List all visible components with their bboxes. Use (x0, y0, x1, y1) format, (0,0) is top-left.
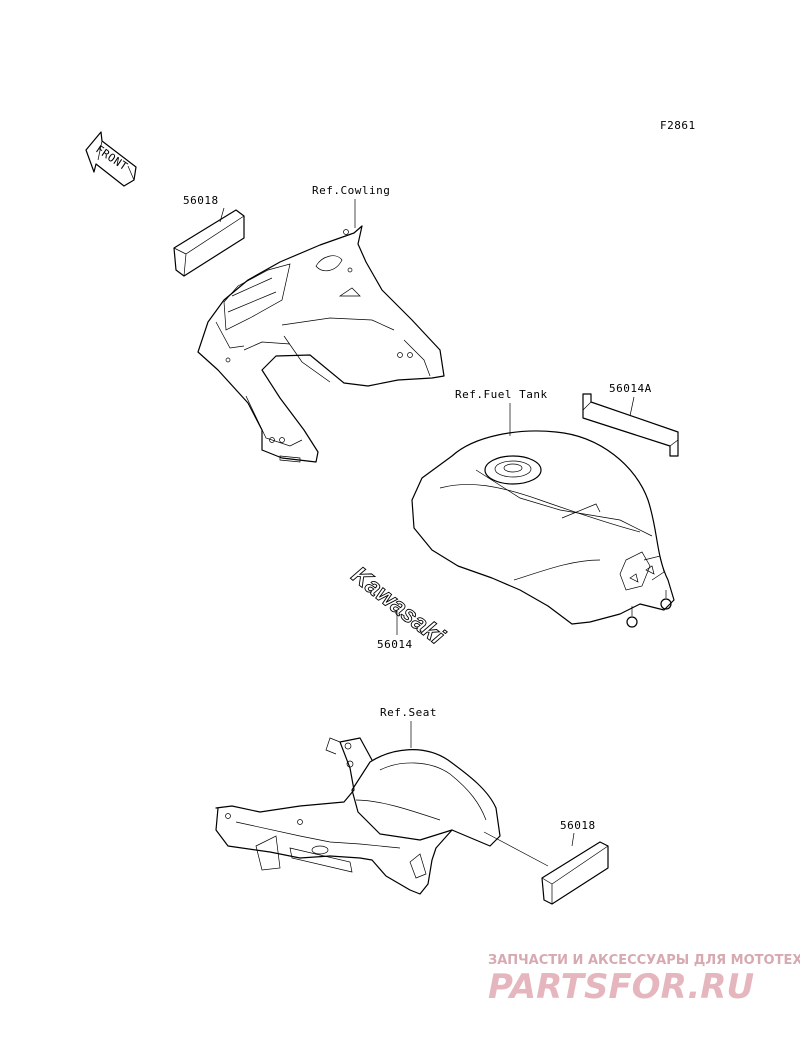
watermark-tagline: ЗАПЧАСТИ И АКСЕССУАРЫ ДЛЯ МОТОТЕХНИКИ (488, 953, 800, 968)
seat-assembly: Ref.Seat (215, 706, 501, 895)
cowling: Ref.Cowling (197, 184, 445, 463)
decal-56014A: 56014A (582, 382, 679, 457)
fuel-tank: Ref.Fuel Tank (411, 388, 675, 628)
front-arrow-label: FRONT (93, 143, 130, 174)
part-label-56018-bottom: 56018 (560, 819, 596, 832)
seat-ref-label: Ref.Seat (380, 706, 437, 719)
cowling-ref-label: Ref.Cowling (312, 184, 390, 197)
figure-code: F2861 (660, 119, 696, 132)
watermark: ЗАПЧАСТИ И АКСЕССУАРЫ ДЛЯ МОТОТЕХНИКИ PA… (488, 953, 800, 1007)
watermark-logo: PARTSFOR.RU (488, 967, 754, 1007)
decal-56018-bottom: 56018 (483, 819, 609, 905)
fuel-tank-ref-label: Ref.Fuel Tank (455, 388, 548, 401)
part-label-56018-top: 56018 (183, 194, 219, 207)
part-label-56014: 56014 (377, 638, 413, 651)
front-arrow-icon: FRONT (85, 131, 137, 187)
decal-56018-top: 56018 (173, 194, 245, 277)
part-label-56014A: 56014A (609, 382, 652, 395)
decal-56014-kawasaki: Kawasaki 56014 (346, 561, 451, 651)
